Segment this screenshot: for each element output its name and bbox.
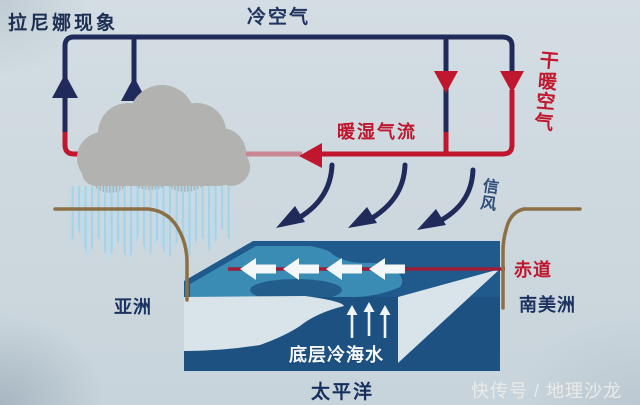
- circulation-loop: [52, 34, 524, 168]
- cloud-icon: [77, 85, 250, 193]
- page-title: 拉尼娜现象: [8, 12, 119, 34]
- trade-wind-arrow-icon: [276, 162, 476, 230]
- label-warm-humid-flow: 暖湿气流: [337, 122, 417, 142]
- asia-coastline: [53, 207, 189, 302]
- downdraft-arrow-icon: [434, 71, 524, 93]
- sea-block: [184, 241, 505, 371]
- label-equator: 赤道: [514, 260, 552, 280]
- label-asia: 亚洲: [114, 297, 152, 317]
- coastline: [53, 207, 582, 310]
- label-bottom-cold-seawater: 底层冷海水: [289, 345, 384, 365]
- cold-water-band: [184, 296, 344, 351]
- surface-current-arrow-icon: [240, 258, 405, 280]
- upwelling-arrow-icon: [346, 302, 391, 338]
- rain-icon: [68, 186, 233, 262]
- label-pacific-ocean: 太平洋: [311, 382, 375, 403]
- label-cold-air: 冷空气: [247, 7, 311, 28]
- south-america-coastline: [501, 207, 582, 310]
- watermark: 快传号 / 地理沙龙: [471, 381, 623, 401]
- thermocline-wedge: [398, 269, 500, 363]
- label-south-america: 南美洲: [519, 295, 576, 315]
- warm-flow-arrow-icon: [62, 90, 515, 168]
